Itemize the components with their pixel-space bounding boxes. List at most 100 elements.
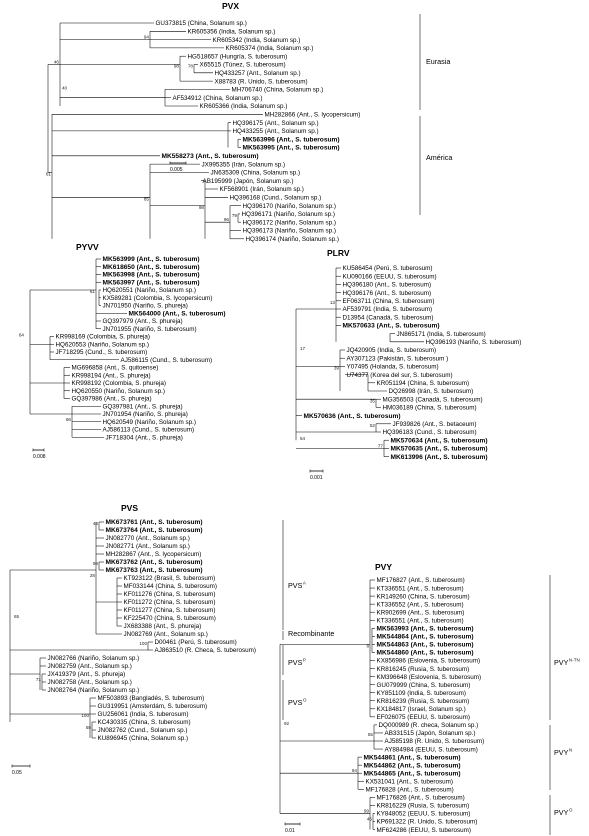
group-label: Eurasia [426,57,450,66]
bootstrap-value: 94 [144,35,150,40]
taxon-label: MK558273 (Ant., S. tuberosum) [162,153,259,160]
bootstrap-value: 46 [93,521,99,526]
taxon-label: KX856986 (Eslovenia, S. tuberosum) [377,658,481,665]
taxon-label: MK618650 (Ant., S. tuberosum) [103,264,200,271]
group-superscript: O [303,698,307,703]
taxon-label: X88783 (R. Unido, S. tuberosum) [215,78,308,85]
taxon-label: AJ586113 (Cund., S. tuberosum) [103,427,195,434]
group-label: PVY [554,808,569,817]
scale-bar-label: 0.008 [33,454,46,460]
taxon-label: KC430335 (China, S. tuberosum) [98,719,191,726]
taxon-label: KY848052 (EEUU, S. tuberosum) [377,811,471,818]
taxon-label: HQ620549 (Nariño, Solanum sp.) [103,419,196,426]
taxon-label: MF176826 (Ant., S. tuberosum) [377,795,465,802]
taxon-label: MH282867 (Ant., S. lycopersicum) [106,551,202,558]
taxon-label: KF225470 (China, S. tuberosum) [124,615,216,622]
taxon-label: MH282866 (Ant., S. lycopersicum) [265,112,361,119]
taxon-label: X65515 (Túnez, S. tuberosum) [200,62,286,69]
taxon-label: KR051194 (China, S. tuberosum) [377,380,470,387]
taxon-label: U74377 (Korea del sur, S. tuberosum) [347,372,453,379]
bootstrap-value: 55 [368,732,374,737]
taxon-label: HQ620553 (Nariño, Solanum sp.) [56,341,149,348]
taxon-label: GU256061 (India, S. tuberosum) [98,711,189,718]
taxon-label: DQ26998 (Irán, S. tuberosum) [389,388,474,395]
scale-bar-label: 0.01 [285,828,295,834]
bootstrap-value: 17 [300,346,306,351]
bootstrap-value: 71 [36,677,42,682]
panel-title: PVS [121,503,138,513]
bootstrap-value: 13 [330,300,336,305]
taxon-label: HQ396183 (Cund., S. tuberosum) [383,429,477,436]
taxon-label: AY307123 (Pakistán, S. tuberosum ) [347,355,449,362]
panel-title: PYVV [76,242,99,252]
taxon-label: KR816229 (Rusia, S. tuberosum) [377,803,470,810]
taxon-label: AF534912 (China, Solanum sp.) [173,95,263,102]
taxon-label: GQ397981 (Ant., S. phureja) [103,403,183,410]
taxon-label: MG696858 (Ant., S. quitoense) [72,365,159,372]
taxon-label: JN082762 (Cund., Solanum sp.) [98,727,188,734]
taxon-label: JX683388 (Ant., S. phureja) [124,623,202,630]
taxon-label: MK544865 (Ant., S. tuberosum) [364,770,461,777]
bootstrap-value: 46 [54,60,60,65]
taxon-label: HG518657 (Hungría, S. tuberosum) [188,53,288,60]
bootstrap-value: 8 [366,643,369,648]
bootstrap-value: 64 [19,333,25,338]
taxon-label: KM396648 (Eslovenia, S. tuberosum) [377,674,482,681]
taxon-label: MK570634 (Ant., S. tuberosum) [391,437,488,444]
taxon-label: MK673762 (Ant., S. tuberosum) [106,559,203,566]
taxon-label: KU586454 (Perú, S. tuberosum) [343,265,433,272]
bootstrap-value: 35 [370,398,376,403]
taxon-label: MK563996 (Ant., S. tuberosum) [243,136,340,143]
taxon-label: MF624286 (EEUU, S. tuberosum) [377,827,472,834]
taxon-label: KR605374 (India, Solanum sp.) [226,45,314,52]
taxon-label: MK563995 (Ant., S. tuberosum) [243,145,340,152]
taxon-label: HQ433255 (Ant., Solanum sp.) [233,128,319,135]
taxon-label: MK613996 (Ant., S. tuberosum) [391,454,488,461]
taxon-label: GU373815 (China, Solanum sp.) [156,20,247,27]
taxon-label: KR902699 (Ant., S. tuberosum) [377,609,465,616]
bootstrap-value: 94 [352,768,358,773]
taxon-label: JN082759 (Ant., Solanum sp.) [48,663,132,670]
taxon-label: EF026075 (EEUU, S. tuberosum) [377,714,470,721]
taxon-label: GQ397986 (Ant., S. phureja) [72,396,152,403]
bootstrap-value: 100 [81,713,89,718]
taxon-label: KR998169 (Colombia, S. phureja) [56,334,151,341]
bootstrap-value: 100 [139,641,147,646]
taxon-label: KF011277 (China, S. tuberosum) [124,607,216,614]
taxon-label: MK544860 (Ant., S. tuberosum) [377,650,474,657]
group-superscript: N [569,748,572,753]
bootstrap-value: 40 [62,85,68,90]
taxon-label: JF718295 (Cund., S. tuberosum) [56,349,148,356]
scale-bar-label: 0.05 [12,770,22,776]
taxon-label: AJ863510 (R. Checa, S. tuberosum) [155,647,257,654]
taxon-label: MK564000 (Ant., S. tuberosum) [129,310,226,317]
taxon-label: MK673763 (Ant., S. tuberosum) [106,567,203,574]
taxon-label: KR998194 (Ant., S. phureja) [72,372,151,379]
taxon-label: KX589281 (Colombia, S. lycopersicum) [103,295,213,302]
taxon-label: MK673764 (Ant., S. tuberosum) [106,527,203,534]
taxon-label: KT336551 (Ant., S. tuberosum) [377,585,464,592]
bootstrap-value: 61 [46,172,52,177]
taxon-label: KT336551 (Ant., S. tuberosum) [377,617,464,624]
bootstrap-value: 92 [284,721,290,726]
taxon-label: HQ620550 (Nariño, Solanum sp.) [72,388,165,395]
taxon-label: JN082766 (Nariño, Solanum sp.) [48,655,140,662]
taxon-label: KR816239 (Rusia, S. tuberosum) [377,698,470,705]
taxon-label: KR605342 (India, Solanum sp.) [213,37,301,44]
bootstrap-value: 98 [199,205,205,210]
taxon-label: MH706740 (China, Solanum sp.) [232,87,324,94]
taxon-label: D13954 (Canadá, S. tuberosum) [343,314,434,321]
taxon-label: JN082770 (Ant., Solanum sp.) [106,535,190,542]
bootstrap-value: 39 [334,366,340,371]
group-label: PVY [554,658,569,667]
bootstrap-value: 58 [86,725,92,730]
taxon-label: JN082769 (Ant., Solanum sp.) [124,631,208,638]
taxon-label: HQ396172 (Nariño, Solanum sp.) [243,219,336,226]
taxon-label: KR605356 (India, Solanum sp.) [188,29,276,36]
taxon-label: AB195999 (Japón, Solanum sp.) [203,178,294,185]
bootstrap-value: 61 [90,289,96,294]
taxon-label: JN082771 (Ant., Solanum sp.) [106,543,190,550]
taxon-label: JN701950 (Nariño, S. phureja) [103,303,188,310]
bootstrap-value: 98 [174,64,180,69]
taxon-label: JN701954 (Nariño, S. phureja) [103,411,188,418]
